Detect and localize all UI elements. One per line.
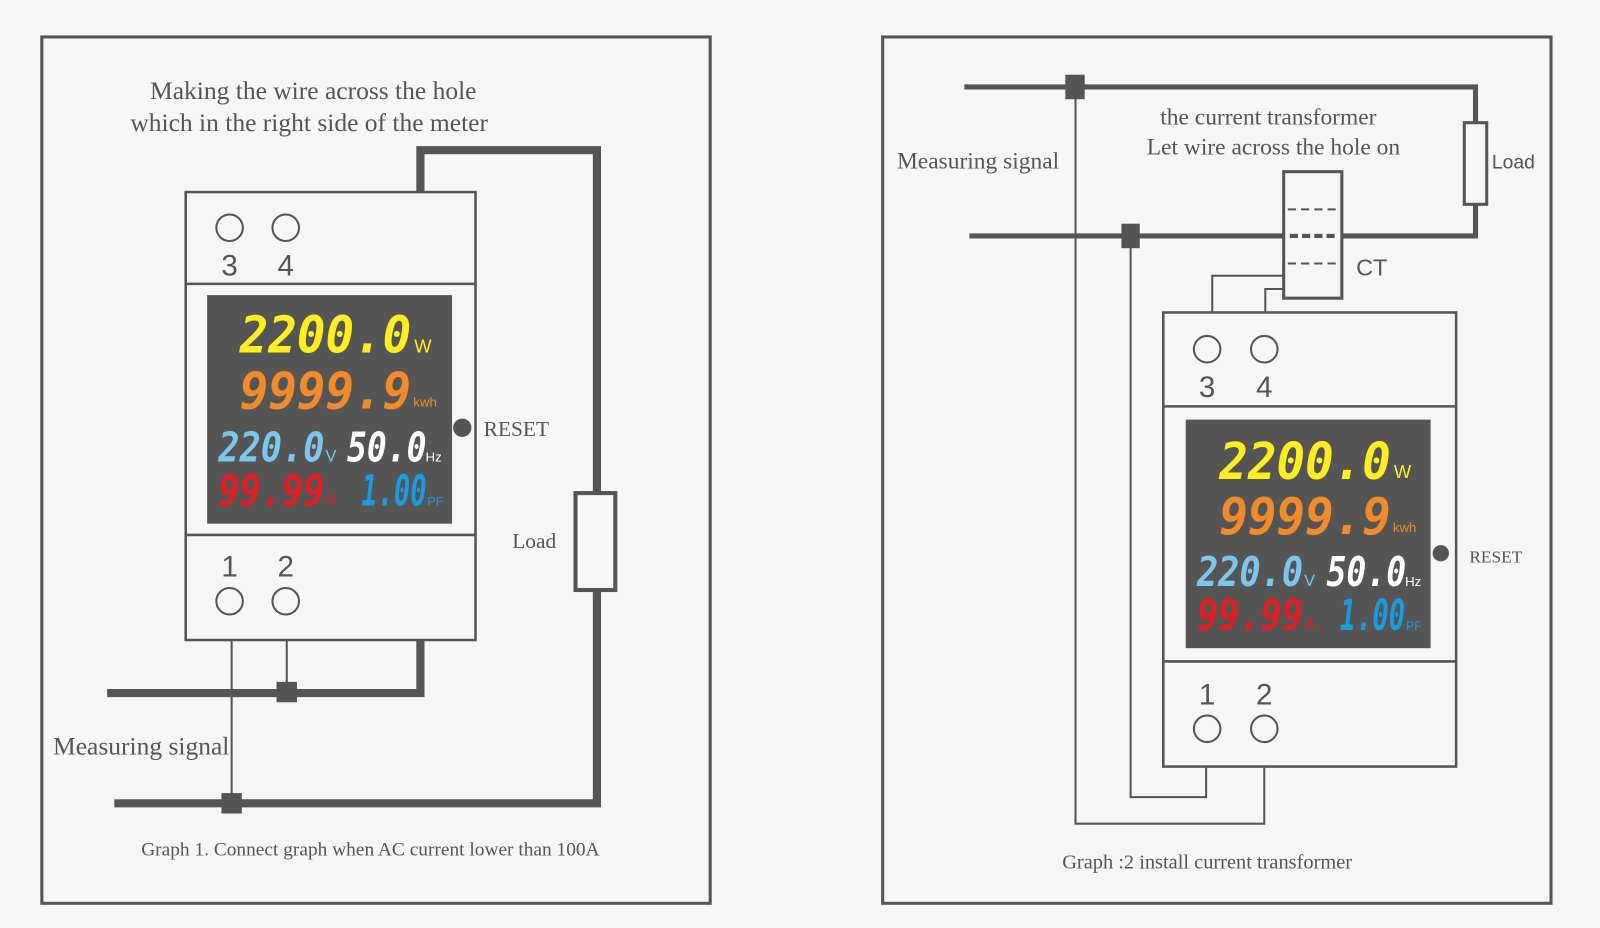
terminal-2 — [1250, 714, 1279, 744]
graph-2-instruction-line-1: the current transformer — [1160, 105, 1376, 131]
energy-reading: 9999.9 — [1219, 488, 1390, 547]
graph-2-signal-wires — [1074, 86, 1284, 825]
current-unit: A — [326, 491, 337, 509]
terminal-3-label: 3 — [221, 250, 237, 283]
wire-to-load — [964, 84, 1479, 123]
junction-node — [1121, 223, 1140, 249]
terminal-4-label: 4 — [1256, 371, 1272, 404]
measuring-signal-label: Measuring signal — [897, 149, 1060, 175]
frequency-reading: 50.0 — [1327, 548, 1407, 596]
current-reading: 99.99 — [218, 466, 324, 516]
terminal-2-label: 2 — [277, 551, 293, 584]
energy-meter: 3 4 1 2 2200.0 W 9999.9 kwh 220.0 V 50.0… — [1161, 311, 1523, 768]
wire-from-load — [1342, 204, 1479, 239]
current-transformer: CT — [1282, 170, 1387, 300]
terminal-4 — [1250, 334, 1279, 364]
frequency-reading: 50.0 — [347, 423, 427, 471]
graph-2-instruction-line-2: Let wire across the hole on — [1147, 134, 1401, 160]
ct-lead-1 — [1211, 274, 1284, 313]
junction-node — [1065, 74, 1085, 100]
reset-button[interactable] — [453, 418, 472, 437]
load-resistor — [1462, 121, 1489, 206]
graph-2-frame — [881, 35, 1553, 905]
load-resistor — [573, 491, 618, 593]
wire-return — [114, 590, 602, 808]
terminal-3 — [215, 213, 244, 243]
terminal-1 — [215, 586, 244, 616]
terminal-1 — [1192, 714, 1222, 744]
graph-1-instruction-line-1: Making the wire across the hole — [150, 76, 476, 105]
graph-1-panel: Making the wire across the hole which in… — [40, 35, 712, 905]
energy-unit: kwh — [413, 394, 437, 409]
terminal-2-label: 2 — [1256, 678, 1272, 711]
lcd-display — [1185, 419, 1431, 649]
power-unit: W — [414, 335, 432, 356]
energy-reading: 9999.9 — [240, 362, 411, 421]
current-unit: A — [1304, 616, 1315, 634]
junction-node — [221, 793, 242, 814]
graph-2-caption: Graph :2 install current transformer — [1062, 852, 1352, 874]
reset-label: RESET — [1469, 547, 1522, 566]
graph-1-instruction-line-2: which in the right side of the meter — [130, 108, 488, 137]
load-label: Load — [512, 529, 556, 553]
voltage-reading: 220.0 — [218, 423, 325, 471]
wire-through-hole — [416, 146, 602, 495]
reset-label: RESET — [484, 417, 549, 441]
wire-phase — [107, 641, 425, 698]
frequency-unit: Hz — [1405, 574, 1421, 589]
reset-button[interactable] — [1432, 545, 1449, 562]
terminal-3 — [1192, 334, 1222, 364]
signal-wire-2 — [1074, 86, 1266, 825]
power-reading: 2200.0 — [239, 306, 411, 365]
voltage-unit: V — [326, 447, 337, 465]
voltage-reading: 220.0 — [1196, 548, 1303, 596]
energy-unit: kwh — [1393, 520, 1417, 535]
ct-lead-2 — [1264, 287, 1284, 313]
terminal-4-label: 4 — [277, 250, 293, 283]
graph-1-caption: Graph 1. Connect graph when AC current l… — [141, 839, 599, 860]
signal-wire-1 — [1129, 235, 1208, 799]
graph-2-panel: Load CT the current transformer Let wire… — [881, 35, 1553, 905]
terminal-1-label: 1 — [1199, 678, 1215, 711]
load-label: Load — [1492, 152, 1535, 174]
power-factor-reading: 1.00 — [1340, 591, 1405, 641]
terminal-4 — [271, 213, 300, 243]
terminal-1-label: 1 — [221, 551, 237, 584]
frequency-unit: Hz — [426, 449, 442, 464]
graph-1-main-wires — [107, 146, 602, 808]
ct-label: CT — [1356, 255, 1387, 281]
power-reading: 2200.0 — [1218, 433, 1390, 492]
measuring-signal-label: Measuring signal — [53, 731, 229, 760]
junction-node — [276, 681, 297, 703]
power-factor-reading: 1.00 — [361, 466, 426, 516]
power-factor-unit: PF — [1406, 619, 1422, 633]
power-factor-unit: PF — [428, 494, 444, 508]
terminal-3-label: 3 — [1199, 371, 1215, 404]
current-reading: 99.99 — [1197, 591, 1303, 641]
terminal-2 — [271, 586, 300, 616]
power-unit: W — [1394, 461, 1412, 482]
energy-meter: 3 4 1 2 2200.0 W 9999.9 kwh 220.0 V 50.0… — [184, 190, 549, 642]
graph-1-frame — [40, 35, 712, 905]
voltage-unit: V — [1304, 572, 1315, 590]
lcd-display — [207, 295, 453, 524]
